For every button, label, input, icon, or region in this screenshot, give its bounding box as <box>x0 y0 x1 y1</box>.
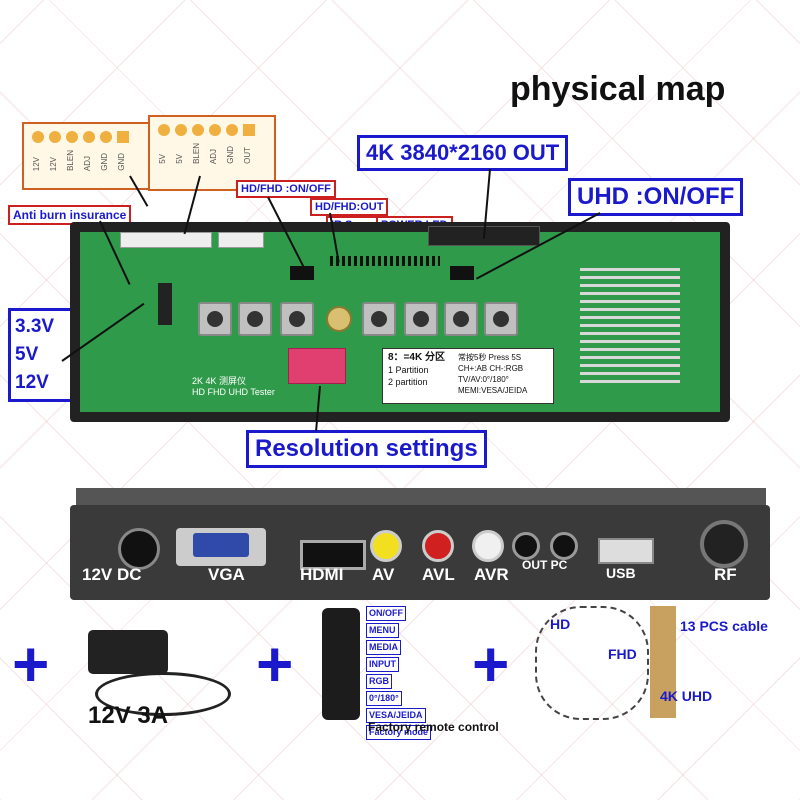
port-panel <box>70 505 770 600</box>
anti-burn-fuse <box>158 283 172 325</box>
power-adapter <box>88 630 168 674</box>
port-label-dc: 12V DC <box>82 565 142 584</box>
plus-icon-1: + <box>12 628 50 700</box>
out-port <box>512 532 540 560</box>
board-button-7[interactable] <box>484 302 518 336</box>
remote-control <box>322 608 360 720</box>
pc-port <box>550 532 578 560</box>
avl-port <box>422 530 454 562</box>
board-info-box: 8：=4K 分区 1 Partition 2 partition 常按5秒 Pr… <box>382 348 554 404</box>
cables-title: 13 PCS cable <box>680 618 768 634</box>
voltage-box: 3.3V 5V 12V <box>8 308 76 402</box>
dip-switch[interactable] <box>288 348 346 384</box>
hdmi-port <box>300 540 366 570</box>
board-button-1[interactable] <box>198 302 232 336</box>
board-silkscreen: 2K 4K 测屏仪 HD FHD UHD Tester <box>192 376 275 397</box>
panel-top-edge <box>76 488 766 506</box>
label-4k-out: 4K 3840*2160 OUT <box>357 135 569 171</box>
voltage-5v: 5V <box>15 344 39 365</box>
page-title: physical map <box>510 70 726 108</box>
board-button-4[interactable] <box>362 302 396 336</box>
port-label-av: AV <box>372 565 395 584</box>
ribbon-cable <box>650 606 676 718</box>
label-uhd-onoff: UHD :ON/OFF <box>568 178 744 216</box>
rf-port <box>700 520 748 568</box>
adapter-label: 12V 3A <box>88 702 169 729</box>
connector-mid <box>218 232 264 248</box>
connector-left <box>120 232 212 248</box>
plus-icon-2: + <box>256 628 294 700</box>
plus-icon-3: + <box>472 628 510 700</box>
port-label-hdmi: HDMI <box>300 565 344 584</box>
port-label-avl: AVL <box>422 565 455 584</box>
board-button-6[interactable] <box>444 302 478 336</box>
port-label-usb: USB <box>606 565 636 581</box>
voltage-3v3: 3.3V <box>15 316 55 337</box>
label-anti-burn: Anti burn insurance <box>8 205 132 225</box>
switch-uhd[interactable] <box>450 266 474 280</box>
label-hdfhd-out: HD/FHD:OUT <box>310 198 389 216</box>
vga-port <box>176 528 266 566</box>
port-label-outpc: OUT PC <box>522 558 568 572</box>
port-label-rf: RF <box>714 565 737 584</box>
cable-label-4k: 4K UHD <box>660 688 713 704</box>
cable-label-hd: HD <box>550 616 571 632</box>
dc-port <box>118 528 160 570</box>
avr-port <box>472 530 504 562</box>
switch-hdfhd[interactable] <box>290 266 314 280</box>
label-resolution-settings: Resolution settings <box>246 430 487 468</box>
voltage-12v: 12V <box>15 372 49 393</box>
av-port <box>370 530 402 562</box>
usb-port <box>598 538 654 564</box>
pin-strip <box>330 256 440 266</box>
board-button-5[interactable] <box>404 302 438 336</box>
remote-caption: Factory remote control <box>368 720 499 734</box>
mount-hole <box>326 306 352 332</box>
board-button-3[interactable] <box>280 302 314 336</box>
cable-bundle <box>535 606 649 720</box>
label-hdfhd-onoff: HD/FHD :ON/OFF <box>236 180 336 198</box>
port-label-vga: VGA <box>208 565 245 584</box>
port-label-avr: AVR <box>474 565 509 584</box>
remote-function-list: ON/OFF MENU MEDIA INPUT RGB 0°/180° VESA… <box>366 606 476 742</box>
adapter-cable <box>95 672 231 716</box>
test-pad-area <box>580 268 680 388</box>
board-button-2[interactable] <box>238 302 272 336</box>
cable-label-fhd: FHD <box>608 646 637 662</box>
